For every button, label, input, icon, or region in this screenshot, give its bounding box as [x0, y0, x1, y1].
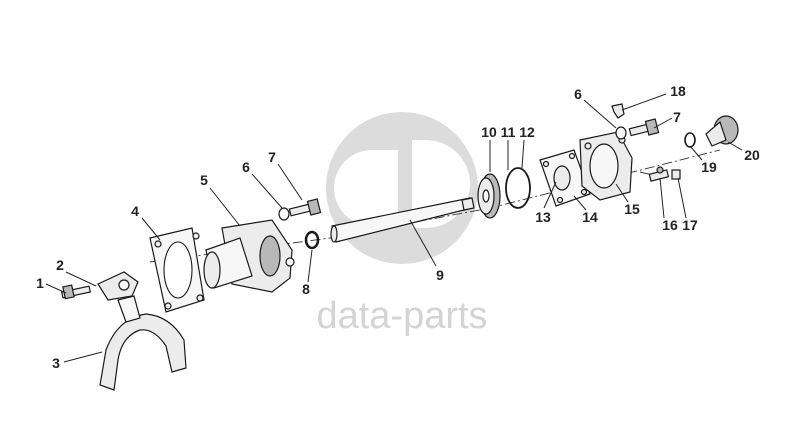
part-flange-housing-15: [579, 131, 633, 201]
callout-9: 9: [436, 267, 444, 283]
callout-19: 19: [701, 159, 717, 175]
part-bolt-1: [60, 284, 92, 300]
callout-13: 13: [535, 209, 551, 225]
part-gear-10: [477, 173, 501, 219]
part-cover-plate-14: [539, 149, 591, 207]
callout-16: 16: [662, 217, 678, 233]
callout-18: 18: [670, 83, 686, 99]
part-fitting-16: [648, 166, 670, 182]
part-seal-ring-12: [505, 167, 531, 209]
callout-labels: 1 2 3 4 5 6 7 8 9 10 11 12 13 14 15 16 1…: [36, 83, 760, 371]
part-plug-17: [671, 169, 681, 180]
part-washer-6b: [615, 126, 627, 140]
callout-2: 2: [56, 257, 64, 273]
watermark-text: data-parts: [316, 295, 487, 337]
callout-15: 15: [624, 201, 640, 217]
callout-20: 20: [744, 147, 760, 163]
part-shift-lever-2: [97, 271, 139, 301]
part-shaft-9: [330, 197, 475, 243]
callout-11: 11: [501, 124, 516, 140]
callout-7: 7: [268, 149, 276, 165]
callout-12: 12: [519, 124, 535, 140]
callout-3: 3: [52, 355, 60, 371]
part-o-ring-8: [304, 230, 320, 250]
callout-7-secondary: 7: [673, 109, 681, 125]
part-washer-6: [278, 207, 290, 221]
watermark-logo: [326, 112, 478, 264]
part-housing-5: [203, 219, 295, 293]
callout-10: 10: [481, 124, 497, 140]
part-end-cap-20: [705, 115, 739, 147]
callout-5: 5: [200, 172, 208, 188]
callout-4: 4: [131, 203, 139, 219]
part-elbow-18: [611, 103, 625, 119]
callout-17: 17: [682, 217, 698, 233]
callout-6: 6: [242, 159, 250, 175]
callout-1: 1: [36, 275, 44, 291]
part-screw-7: [288, 198, 322, 217]
part-gasket-4: [149, 227, 205, 313]
part-screw-7b: [628, 118, 660, 137]
callout-14: 14: [582, 209, 598, 225]
part-shift-fork-3: [99, 295, 187, 391]
callout-8: 8: [302, 281, 310, 297]
part-o-ring-19: [684, 132, 696, 148]
leader-lines: [45, 93, 743, 363]
callout-6-secondary: 6: [574, 86, 582, 102]
